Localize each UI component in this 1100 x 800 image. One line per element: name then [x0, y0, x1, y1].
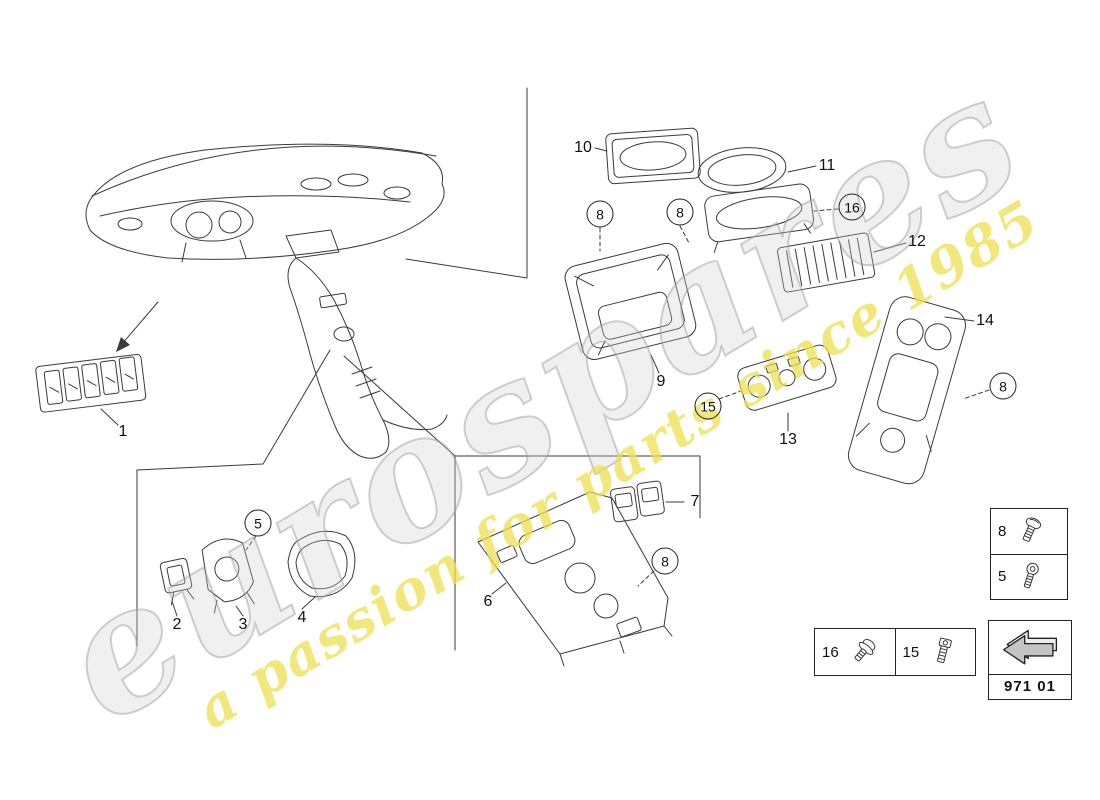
- back-arrow-icon: [1002, 629, 1058, 664]
- fastener-cell-8[interactable]: 8: [991, 509, 1067, 554]
- callout-7[interactable]: 7: [690, 493, 700, 510]
- callout-8c[interactable]: 8: [989, 372, 1017, 400]
- part-14-drawing: [847, 296, 966, 485]
- fastener-16-label: 16: [822, 643, 839, 661]
- callout-8b[interactable]: 8: [666, 198, 694, 226]
- callout-11[interactable]: 11: [818, 157, 836, 174]
- callout-4[interactable]: 4: [297, 609, 307, 626]
- callout-14[interactable]: 14: [976, 312, 994, 329]
- diagram-code-box: 971 01: [988, 620, 1072, 700]
- fastener-15-label: 15: [902, 643, 920, 661]
- part-13-drawing: [737, 344, 837, 411]
- part-7-drawing: [610, 480, 665, 523]
- back-arrow-button[interactable]: [989, 621, 1071, 674]
- part-4-drawing: [287, 530, 356, 598]
- socket-bolt-icon: [937, 637, 953, 664]
- part-10-drawing: [605, 127, 701, 185]
- fastener-cell-5[interactable]: 5: [991, 553, 1067, 600]
- dashboard-drawing: [85, 143, 448, 459]
- fastener-legend-bottom: 16 15: [814, 628, 976, 676]
- callout-1[interactable]: 1: [118, 423, 128, 440]
- part-11-drawing: [697, 147, 815, 253]
- part-6-drawing: [477, 491, 673, 667]
- callout-3[interactable]: 3: [238, 616, 248, 633]
- callout-6[interactable]: 6: [483, 593, 493, 610]
- part-3-drawing: [201, 538, 255, 614]
- part-2-drawing: [159, 557, 195, 606]
- torx-screw-icon: [1024, 562, 1040, 589]
- circled-callout-dashed-lines: [245, 208, 990, 587]
- fastener-legend-right: 8 5: [990, 508, 1068, 600]
- fastener-8-label: 8: [998, 522, 1007, 540]
- callout-12[interactable]: 12: [908, 233, 926, 250]
- callout-5[interactable]: 5: [244, 509, 272, 537]
- reference-lines: [136, 87, 701, 651]
- part-12-drawing: [777, 232, 876, 293]
- fastener-cell-15[interactable]: 15: [894, 629, 976, 675]
- part-1-drawing: [35, 353, 147, 413]
- pan-head-screw-icon: [1023, 517, 1042, 543]
- washer-screw-icon: [854, 638, 875, 662]
- callout-2[interactable]: 2: [172, 616, 182, 633]
- callout-8d[interactable]: 8: [651, 547, 679, 575]
- callout-15[interactable]: 15: [694, 392, 722, 420]
- callout-10[interactable]: 10: [574, 139, 592, 156]
- diagram-code: 971 01: [989, 674, 1071, 699]
- callout-9[interactable]: 9: [656, 373, 666, 390]
- part-9-drawing: [564, 242, 697, 361]
- fastener-cell-16[interactable]: 16: [815, 629, 895, 675]
- fastener-5-label: 5: [998, 568, 1007, 586]
- callout-13[interactable]: 13: [779, 431, 797, 448]
- callout-16[interactable]: 16: [838, 193, 866, 221]
- callout-leader-lines: [100, 147, 975, 617]
- callout-8a[interactable]: 8: [586, 200, 614, 228]
